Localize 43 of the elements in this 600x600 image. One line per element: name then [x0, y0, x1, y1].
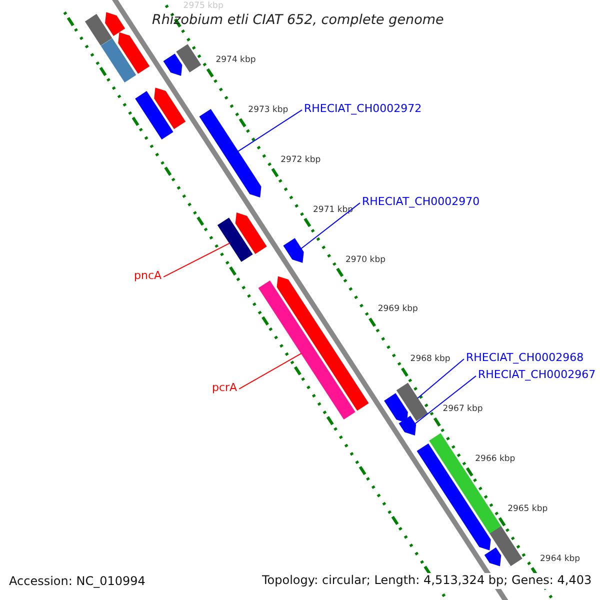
tick-label: 2970 kbp: [345, 256, 386, 266]
gene-block: [84, 14, 112, 46]
gene-block: [100, 38, 136, 82]
leader-line: [237, 109, 302, 152]
tick-label: 2966 kbp: [475, 455, 516, 465]
gene-label: RHECIAT_CH0002970: [362, 196, 480, 209]
tick-label: 2971 kbp: [313, 206, 354, 216]
gene-block: [258, 280, 356, 420]
leader-line: [414, 375, 476, 424]
tick-label: 2965 kbp: [508, 504, 548, 515]
gene-block: [176, 44, 202, 72]
leader-line: [417, 358, 464, 399]
gene-block: [276, 276, 369, 411]
gene-block: [484, 547, 502, 566]
leader-line: [300, 202, 360, 250]
gene-block: [118, 32, 150, 74]
tick-label: 2972 kbp: [280, 156, 321, 166]
tick-label: 2974 kbp: [216, 56, 256, 66]
gene-block: [490, 526, 522, 566]
title: Rhizobium etli CIAT 652, complete genome: [152, 13, 444, 29]
gene-block: [105, 12, 126, 36]
gene-block: [283, 238, 304, 263]
gene-block: [384, 393, 408, 423]
gene-label: RHECIAT_CH0002968: [466, 352, 584, 365]
gene-label: pcrA: [212, 382, 238, 395]
tick-label: 2964 kbp: [540, 554, 580, 564]
gene-block: [429, 433, 502, 534]
tick-label: 2973 kbp: [248, 106, 288, 116]
gene-block: [398, 416, 416, 436]
gene-block: [154, 88, 186, 130]
gene-label: RHECIAT_CH0002967: [478, 369, 596, 382]
gene-label: pncA: [134, 270, 162, 283]
tick-label: 2967 kbp: [442, 405, 483, 415]
gene-block: [135, 91, 174, 140]
gene-block: [163, 54, 182, 76]
gene-block: [235, 212, 267, 254]
leader-line: [238, 352, 302, 390]
gene-label: RHECIAT_CH0002972: [304, 103, 422, 116]
tick-label: 2969 kbp: [378, 305, 418, 316]
gene-block: [396, 382, 428, 422]
accession-text: Accession: NC_010994: [9, 575, 146, 589]
tick-label: 2968 kbp: [410, 355, 450, 366]
gene-block: [217, 218, 253, 262]
